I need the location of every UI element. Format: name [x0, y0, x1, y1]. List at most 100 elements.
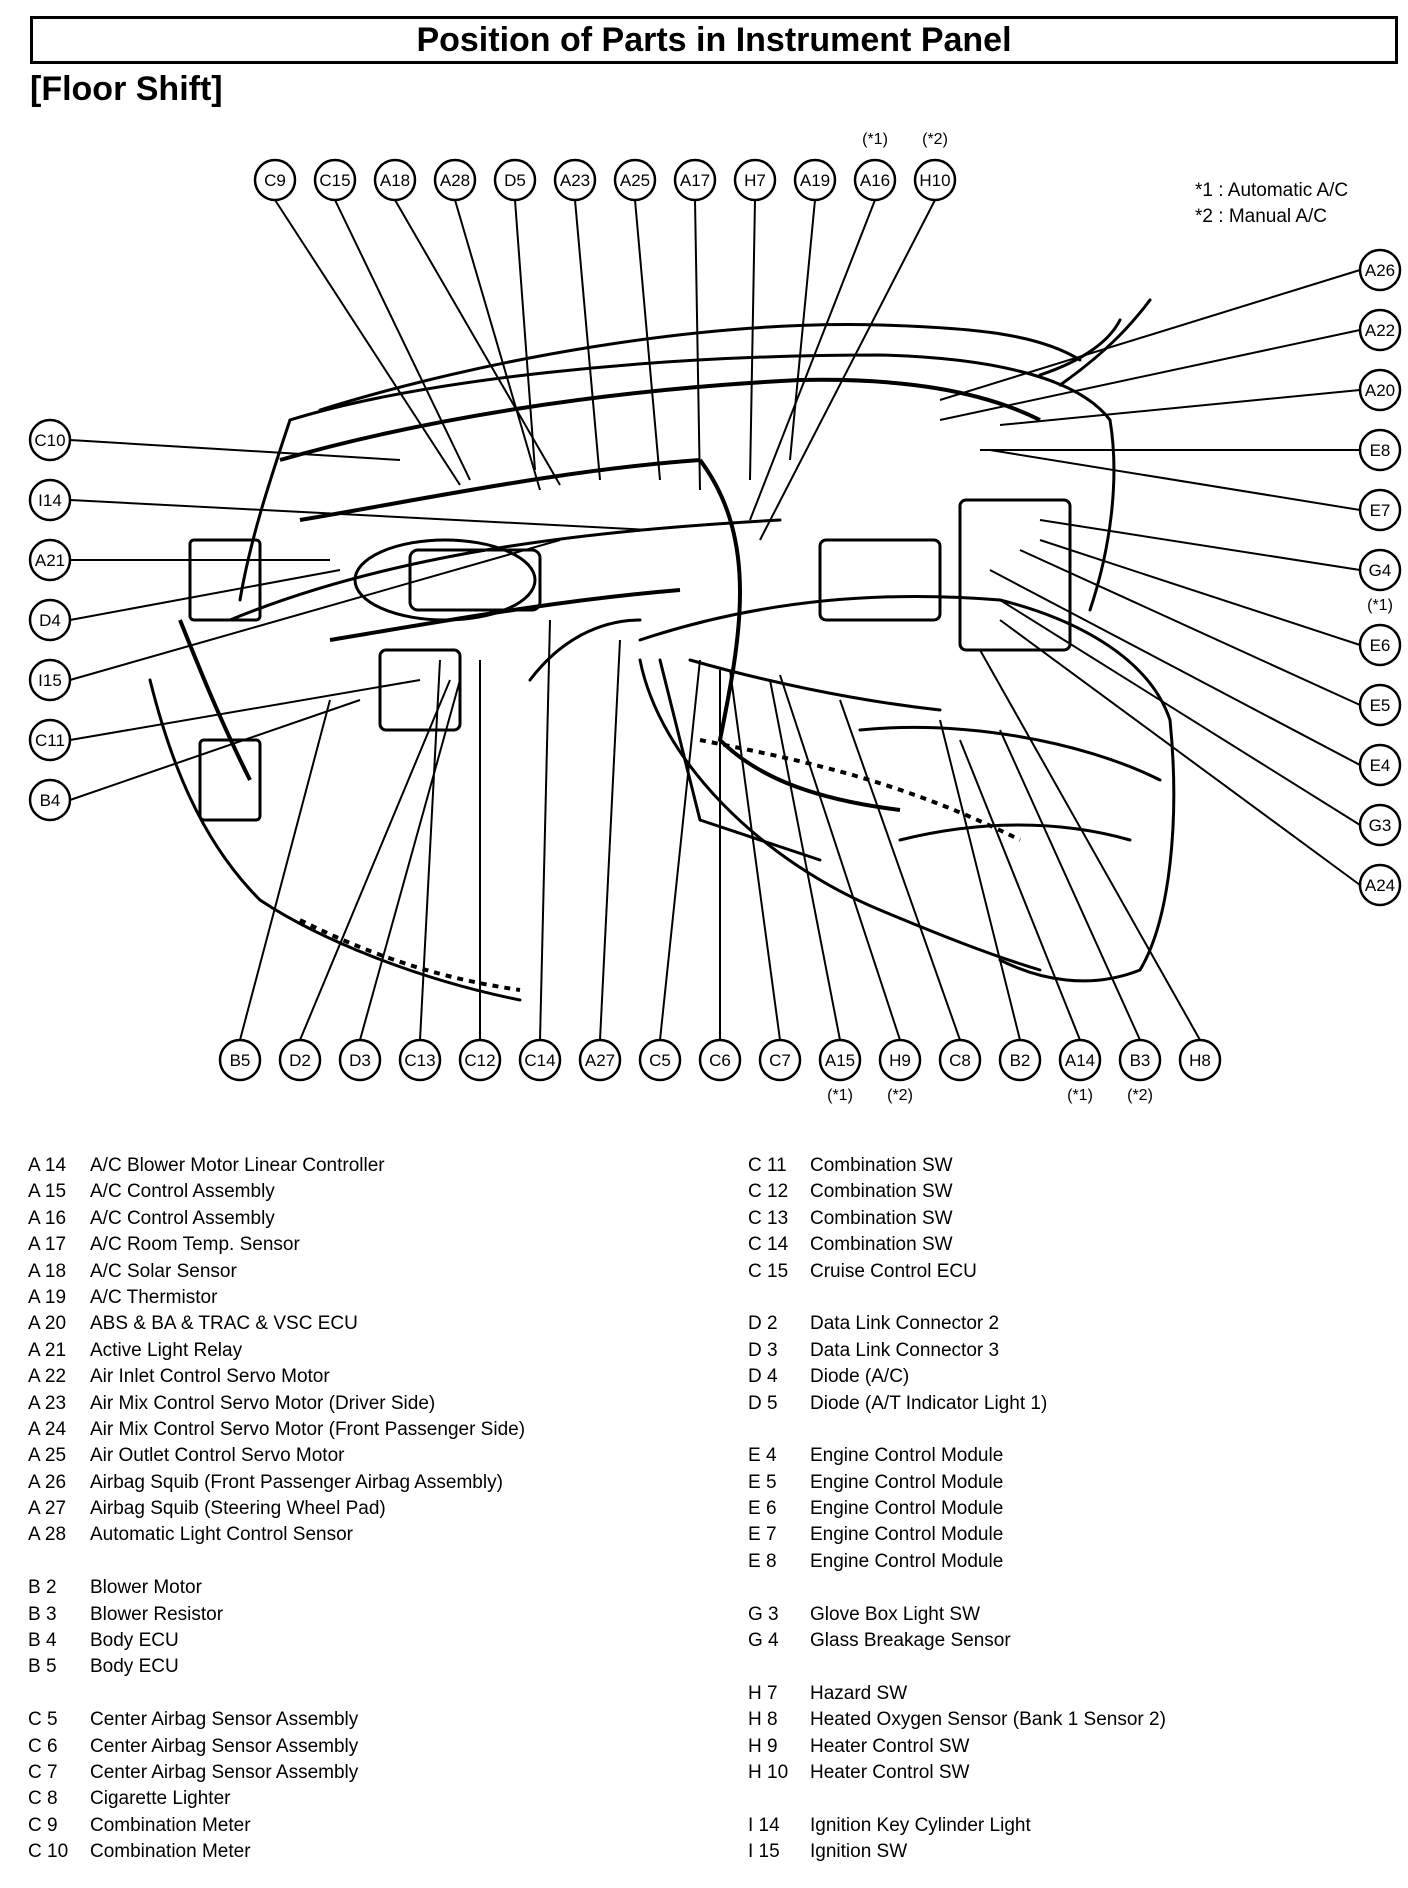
callout-circle — [398, 1038, 442, 1082]
callout-circle — [313, 158, 357, 202]
callout-id: I15 — [38, 671, 62, 690]
callout-top-a23: A23 — [553, 158, 597, 202]
part-name: Combination SW — [810, 1181, 953, 1203]
callout-id: G3 — [1369, 816, 1392, 835]
part-code: A 16 — [28, 1207, 67, 1229]
part-code: B 3 — [28, 1603, 57, 1625]
callout-circle — [733, 158, 777, 202]
callout-circle — [1358, 308, 1402, 352]
callout-circle — [28, 658, 72, 702]
callout-left-a21: A21 — [28, 538, 72, 582]
leader-line — [939, 719, 1021, 1041]
part-code: D 5 — [748, 1392, 778, 1414]
leader-line — [69, 699, 361, 801]
callout-circle — [1118, 1038, 1162, 1082]
leader-line — [514, 199, 536, 471]
part-code: C 6 — [28, 1735, 58, 1757]
callout-note-g4: (*1) — [1367, 597, 1393, 614]
leader-line — [1019, 549, 1361, 706]
callout-top-h10: H10 — [913, 158, 957, 202]
part-code: G 3 — [748, 1603, 779, 1625]
callout-circle — [758, 1038, 802, 1082]
callout-circle — [638, 1038, 682, 1082]
callout-id: A18 — [380, 171, 410, 190]
part-code: A 25 — [28, 1445, 67, 1467]
callout-id: E8 — [1370, 441, 1391, 460]
callout-bottom-c8: C8 — [938, 1038, 982, 1082]
callout-circle — [1358, 428, 1402, 472]
callout-circle — [998, 1038, 1042, 1082]
part-code: E 6 — [748, 1498, 777, 1520]
leader-line — [69, 569, 341, 621]
list-spacer — [28, 1681, 708, 1707]
leader-line — [749, 199, 756, 481]
callout-id: B2 — [1010, 1051, 1031, 1070]
callout-id: A27 — [585, 1051, 615, 1070]
callout-top-c15: C15 — [313, 158, 357, 202]
callout-id: A15 — [825, 1051, 855, 1070]
callout-note-b3: (*2) — [1127, 1087, 1153, 1104]
callout-left-b4: B4 — [28, 778, 72, 822]
leader-line — [334, 199, 471, 481]
callout-id: E6 — [1370, 636, 1391, 655]
leader-line — [69, 439, 401, 461]
callout-circle — [1358, 488, 1402, 532]
callout-id: A24 — [1365, 876, 1395, 895]
callout-id: I14 — [38, 491, 62, 510]
leader-line — [419, 659, 441, 1041]
callout-note-a15: (*1) — [827, 1087, 853, 1104]
callout-top-c9: C9 — [253, 158, 297, 202]
part-name: Heater Control SW — [810, 1735, 970, 1757]
part-name: Engine Control Module — [810, 1445, 1004, 1467]
callout-id: C13 — [404, 1051, 435, 1070]
callout-circle — [278, 1038, 322, 1082]
part-code: H 8 — [748, 1709, 778, 1731]
leader-line — [729, 669, 781, 1041]
part-name: Ignition Key Cylinder Light — [810, 1814, 1031, 1836]
callout-circle — [1358, 248, 1402, 292]
callout-id: C15 — [319, 171, 350, 190]
leader-line — [789, 199, 816, 461]
callout-id: C9 — [264, 171, 286, 190]
part-code: G 4 — [748, 1630, 779, 1652]
callout-id: E4 — [1370, 756, 1391, 775]
callout-left-i14: I14 — [28, 478, 72, 522]
callout-bottom-d2: D2 — [278, 1038, 322, 1082]
leader-line — [769, 679, 841, 1041]
part-code: C 15 — [748, 1260, 789, 1282]
callout-circle — [853, 158, 897, 202]
list-spacer — [748, 1285, 1408, 1311]
callout-circle — [1358, 548, 1402, 592]
leader-line — [69, 679, 421, 741]
part-name: Automatic Light Control Sensor — [90, 1524, 353, 1546]
callout-circle — [28, 778, 72, 822]
part-name: ABS & BA & TRAC & VSC ECU — [90, 1313, 358, 1335]
part-name: A/C Room Temp. Sensor — [90, 1234, 300, 1256]
callout-circle — [1358, 863, 1402, 907]
leader-line — [939, 329, 1361, 421]
part-name: Combination Meter — [90, 1841, 251, 1863]
dashboard-drawing — [148, 298, 1176, 1002]
callout-right-a20: A20 — [1358, 368, 1402, 412]
part-name: Engine Control Module — [810, 1471, 1004, 1493]
callout-id: D5 — [504, 171, 526, 190]
leader-line — [599, 639, 621, 1041]
part-name: A/C Control Assembly — [90, 1181, 275, 1203]
part-name: A/C Blower Motor Linear Controller — [90, 1155, 385, 1176]
callout-id: A19 — [800, 171, 830, 190]
callout-left-c10: C10 — [28, 418, 72, 462]
